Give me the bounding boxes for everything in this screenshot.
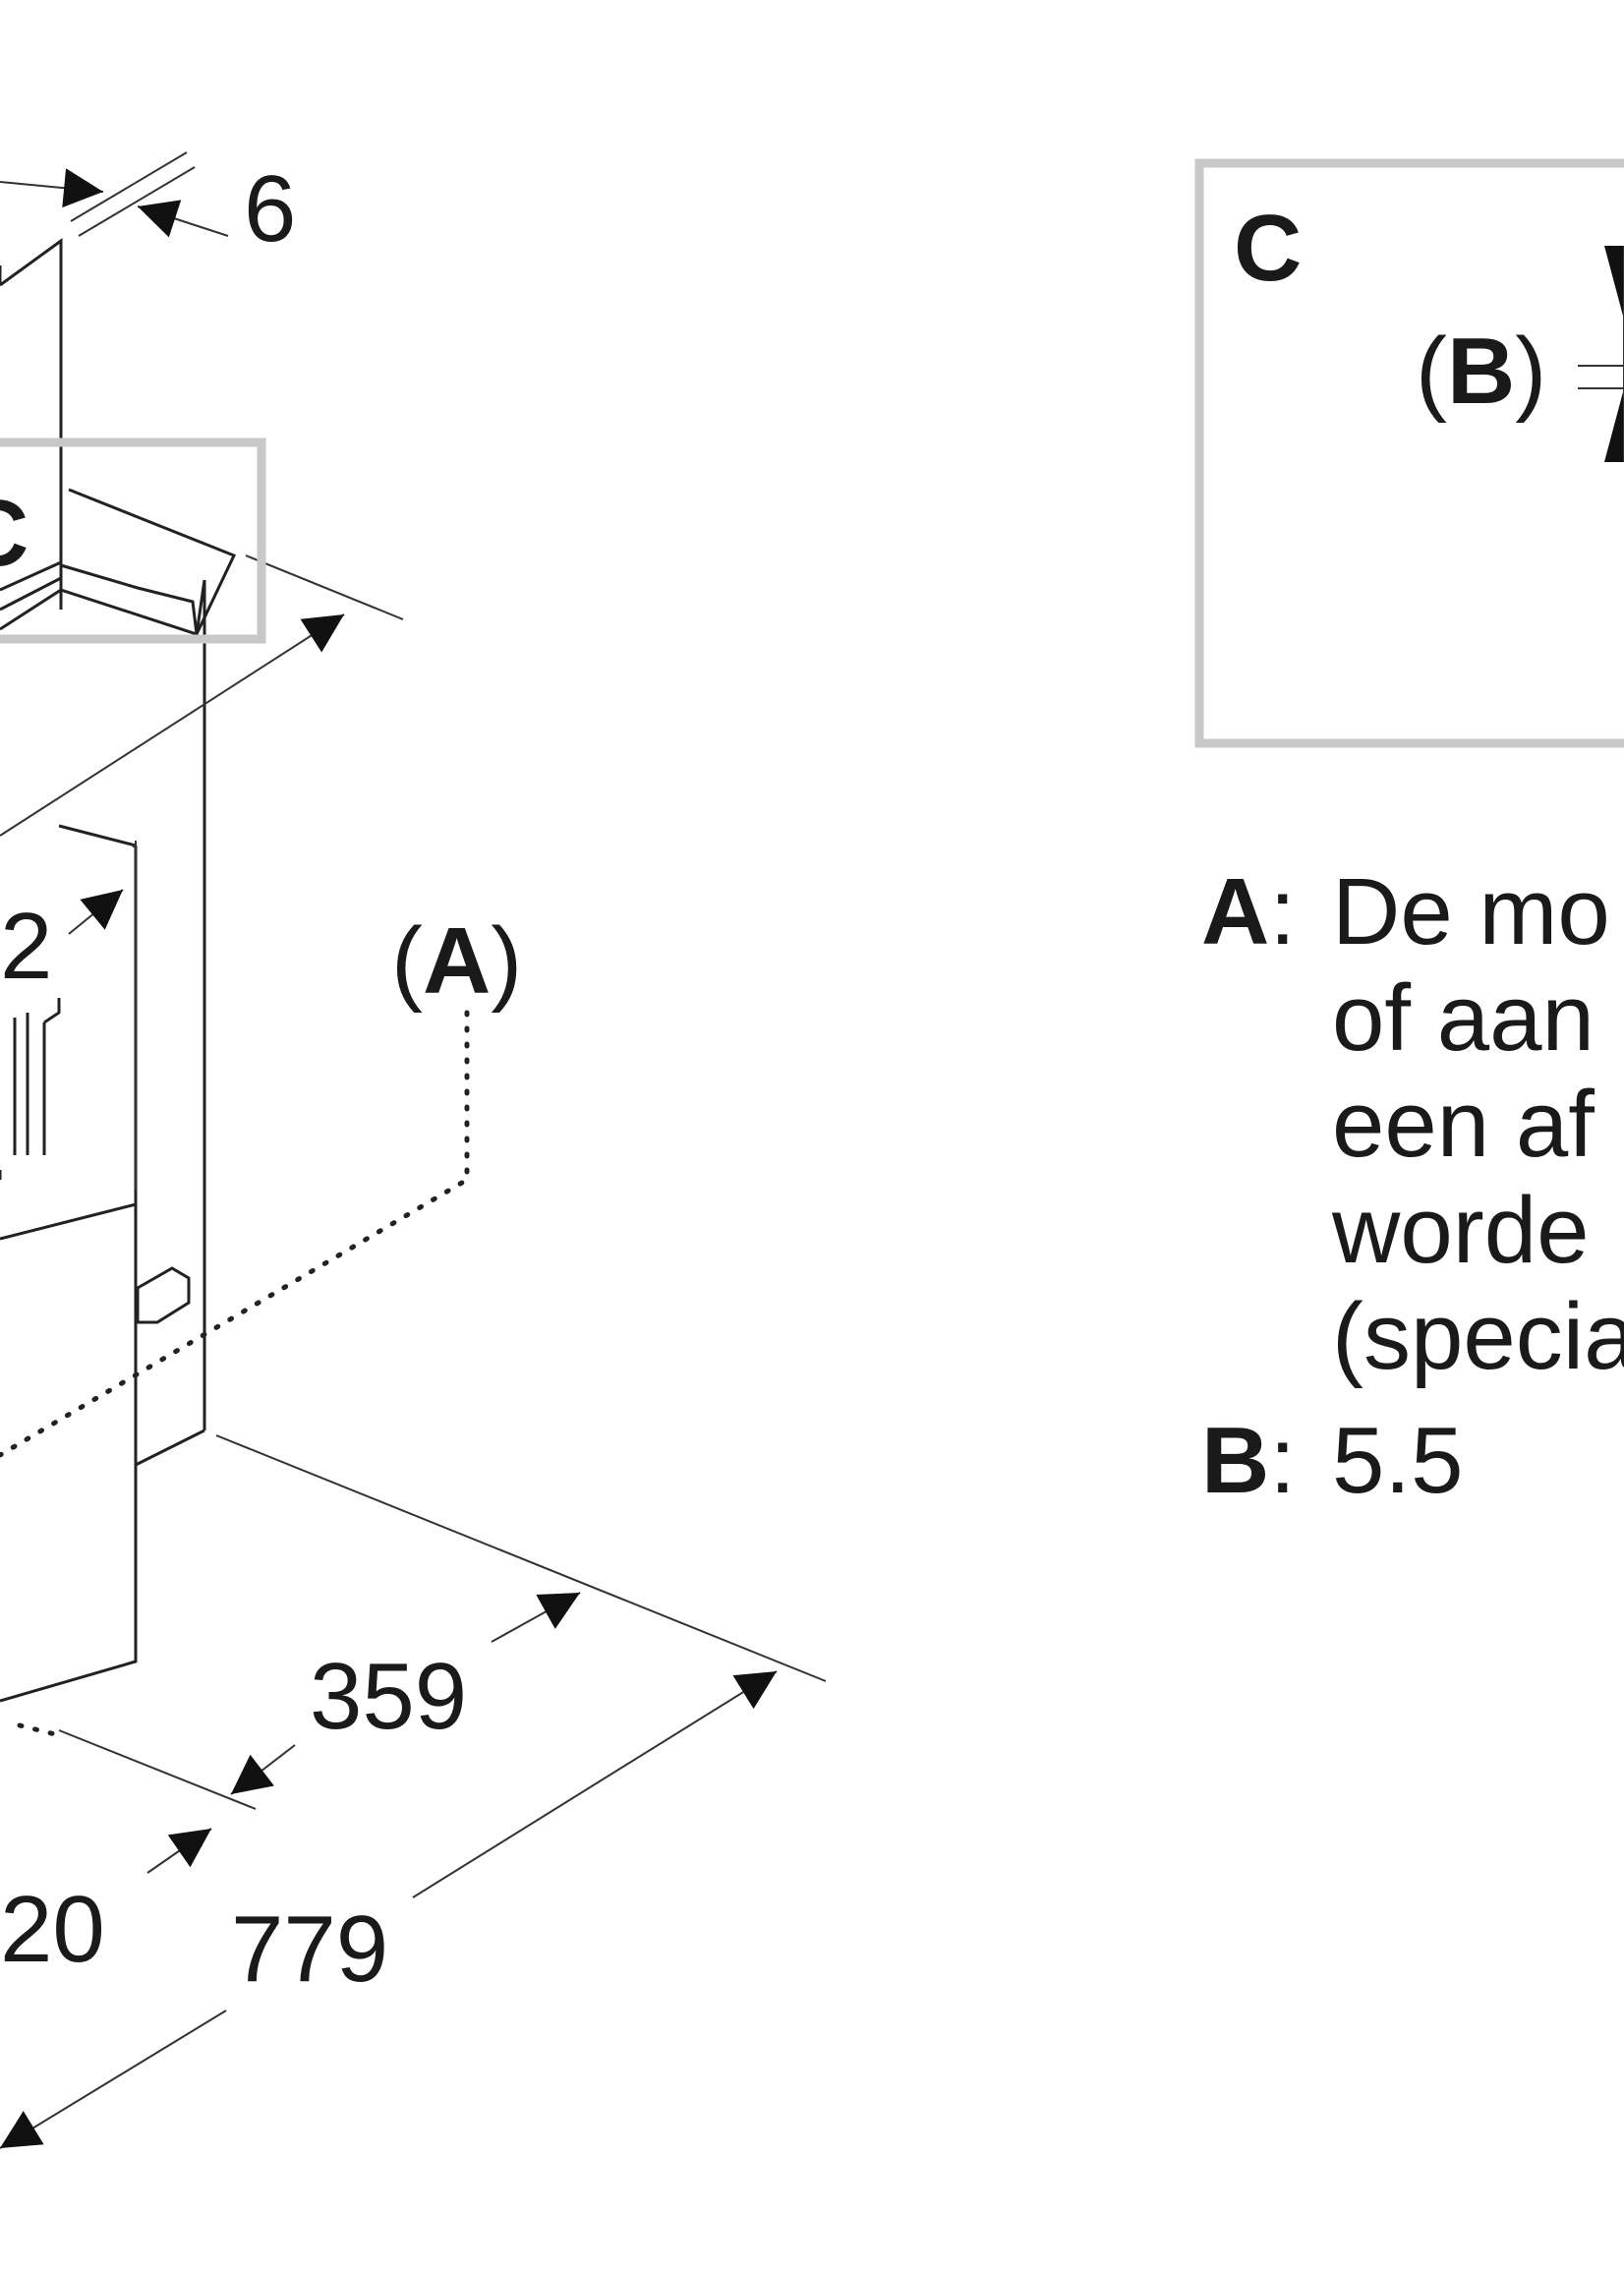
dim-partial-bottom: 20 xyxy=(0,1877,105,1982)
legend-a-line-1: De mo xyxy=(1332,859,1610,964)
detail-c-title: C xyxy=(1234,196,1302,301)
detail-b-arrows xyxy=(1604,246,1624,462)
dimension-lines xyxy=(0,151,827,2149)
legend-a-line-2: of aan xyxy=(1332,965,1595,1071)
dim-depth-total: 779 xyxy=(231,1896,388,2002)
legend-a-line-5: (specia xyxy=(1332,1284,1624,1389)
dim-depth-inner: 359 xyxy=(310,1644,467,1749)
legend-a-line-3: een af xyxy=(1332,1072,1595,1177)
legend: A: De mo of aan een af worde (specia B: … xyxy=(1201,859,1624,1513)
callout-c-letter: C xyxy=(0,481,29,586)
detail-c-frame xyxy=(1194,158,1624,748)
legend-b-value: 5.5 xyxy=(1332,1408,1463,1513)
dim-top-thickness: 6 xyxy=(244,156,296,262)
callout-a-leader xyxy=(0,1010,470,1458)
bottom-dotted-line xyxy=(17,1722,62,1738)
callout-a: (A) xyxy=(391,908,522,1014)
detail-c-panel: C (B) xyxy=(1194,158,1624,748)
legend-a-key: A: xyxy=(1201,859,1296,964)
detail-b-label: (B) xyxy=(1416,319,1546,424)
legend-a-line-4: worde xyxy=(1331,1178,1589,1283)
dim-partial-left: 2 xyxy=(0,894,52,999)
callout-c-frame xyxy=(0,437,266,644)
legend-b-key: B: xyxy=(1201,1408,1296,1513)
